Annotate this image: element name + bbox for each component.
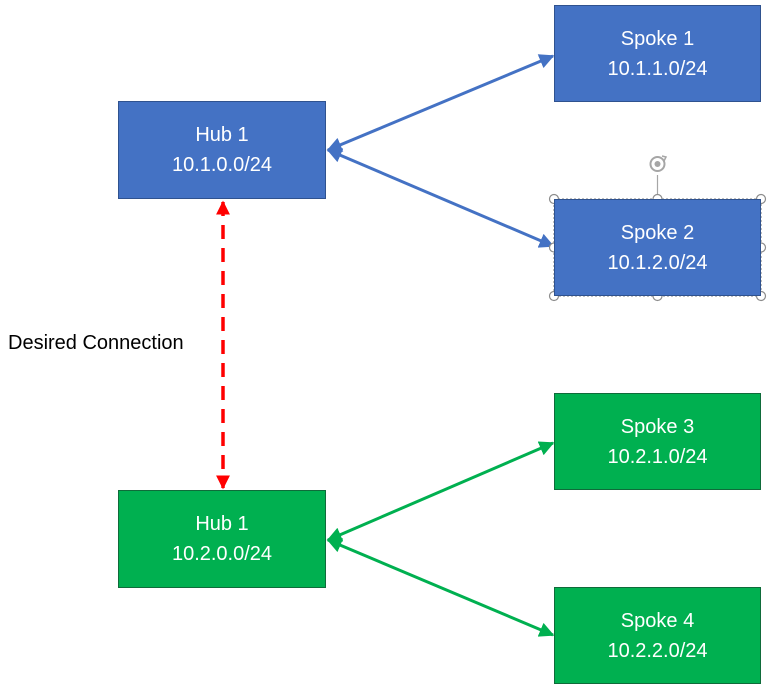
node-title: Spoke 1 bbox=[620, 27, 695, 50]
connector-hub2-spoke3[interactable] bbox=[326, 441, 555, 542]
connector-hub1-spoke2[interactable] bbox=[326, 148, 555, 248]
hub-node-green[interactable]: Hub 1 10.2.0.0/24 bbox=[118, 490, 326, 588]
node-title: Spoke 2 bbox=[620, 221, 695, 244]
spoke-node-3[interactable]: Spoke 3 10.2.1.0/24 bbox=[554, 393, 761, 490]
desired-connection-label: Desired Connection bbox=[8, 332, 184, 354]
spoke-node-2[interactable]: Spoke 2 10.1.2.0/24 bbox=[554, 199, 761, 296]
spoke-node-4[interactable]: Spoke 4 10.2.2.0/24 bbox=[554, 587, 761, 684]
node-cidr: 10.1.1.0/24 bbox=[607, 57, 708, 80]
connector-hub2-spoke4[interactable] bbox=[326, 538, 555, 637]
node-cidr: 10.1.2.0/24 bbox=[607, 251, 708, 274]
connector-hub1-spoke1[interactable] bbox=[326, 54, 555, 152]
node-title: Spoke 4 bbox=[620, 609, 695, 632]
hub-node-blue[interactable]: Hub 1 10.1.0.0/24 bbox=[118, 101, 326, 199]
rotate-handle-icon[interactable] bbox=[649, 155, 668, 172]
node-title: Hub 1 bbox=[195, 124, 249, 146]
node-title: Hub 1 bbox=[195, 513, 249, 535]
spoke-node-1[interactable]: Spoke 1 10.1.1.0/24 bbox=[554, 5, 761, 102]
node-cidr: 10.2.1.0/24 bbox=[607, 445, 708, 468]
node-title: Spoke 3 bbox=[620, 415, 695, 438]
node-cidr: 10.2.0.0/24 bbox=[171, 543, 273, 565]
node-cidr: 10.1.0.0/24 bbox=[171, 154, 273, 176]
node-cidr: 10.2.2.0/24 bbox=[607, 639, 708, 662]
